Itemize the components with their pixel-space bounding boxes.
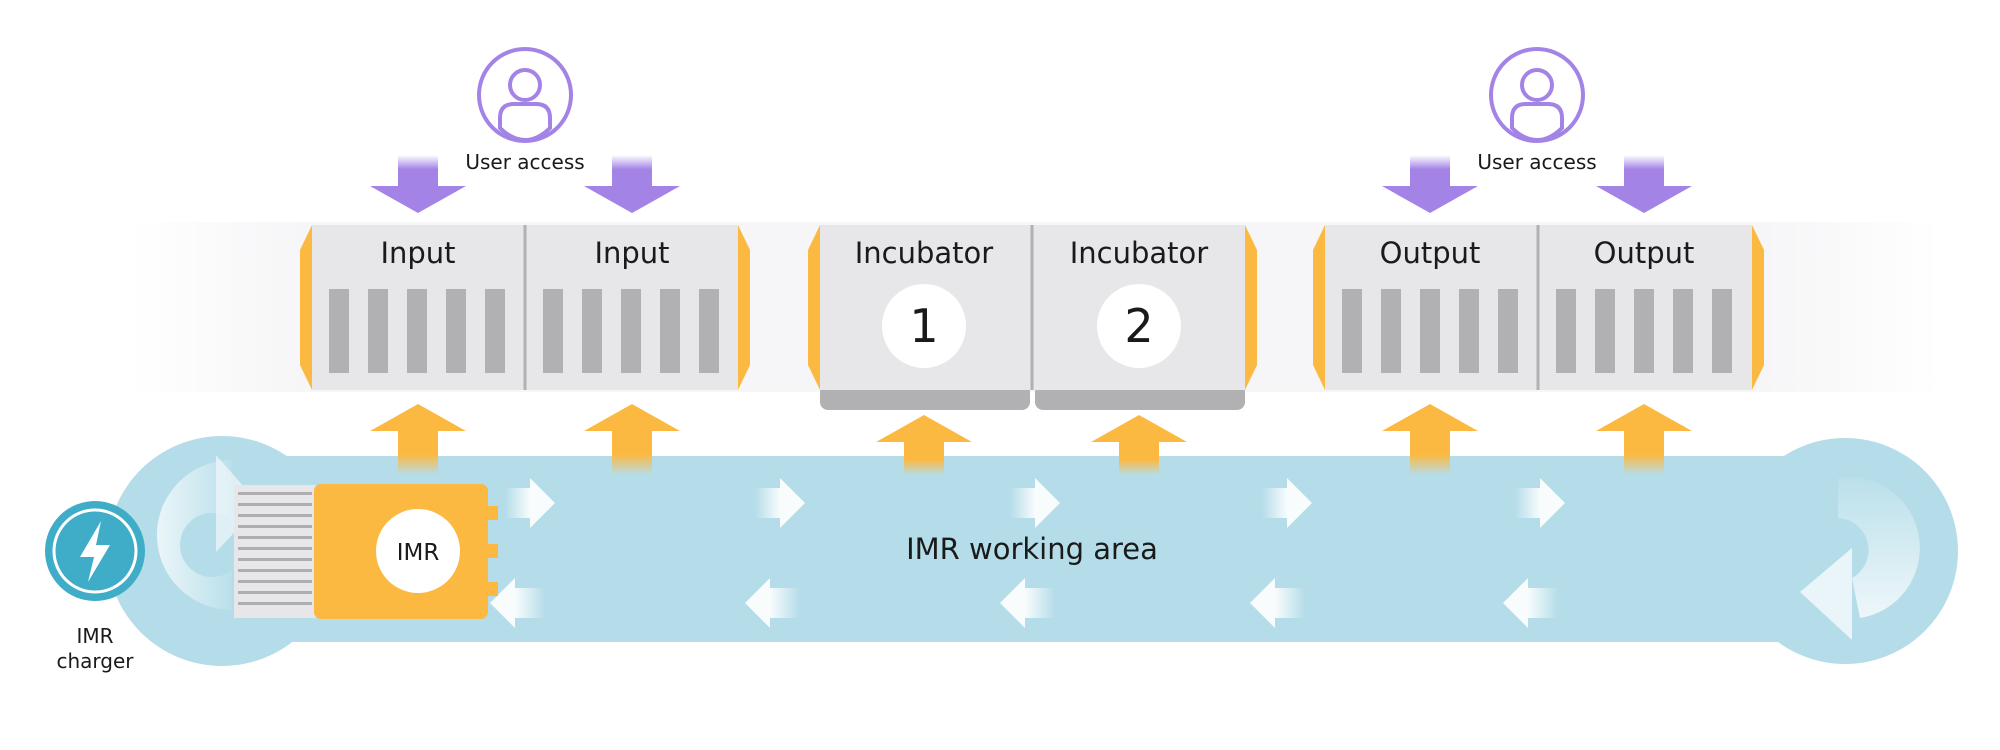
flow-arrows — [490, 478, 1565, 628]
user-icon — [1489, 47, 1585, 143]
incubator-module: Incubator Incubator 1 2 — [808, 225, 1257, 410]
flow-arrow-right-icon — [1515, 478, 1565, 528]
user-access-label: User access — [465, 150, 584, 174]
imr-charger: IMR charger — [45, 501, 145, 673]
up-arrow-icon — [370, 404, 466, 475]
output-module: Output Output — [1313, 225, 1764, 390]
incubator-label-2: Incubator — [1070, 236, 1209, 270]
up-arrow-icon — [876, 415, 972, 475]
down-arrow-icon — [1382, 155, 1478, 213]
work-area-label: IMR working area — [906, 532, 1158, 566]
flow-arrow-left-icon — [1250, 578, 1305, 628]
input-module: Input Input — [300, 225, 750, 390]
down-arrow-icon — [1596, 155, 1692, 213]
output-label-2: Output — [1594, 236, 1695, 270]
flow-arrow-right-icon — [755, 478, 805, 528]
up-arrow-icon — [1382, 404, 1478, 475]
input-label-1: Input — [380, 236, 455, 270]
user-icon — [477, 47, 573, 143]
user-access-right: User access — [1382, 47, 1692, 213]
lightning-icon — [80, 521, 110, 582]
incubator-number-1: 1 — [909, 299, 938, 353]
flow-arrow-left-icon — [1503, 578, 1558, 628]
up-arrow-icon — [584, 404, 680, 475]
output-slots-1 — [1342, 289, 1518, 373]
flow-arrow-left-icon — [490, 578, 545, 628]
robot-label: IMR — [397, 540, 440, 566]
imr-robot: IMR — [234, 484, 498, 619]
flow-arrow-right-icon — [505, 478, 555, 528]
output-label-1: Output — [1380, 236, 1481, 270]
up-arrow-icon — [1091, 415, 1187, 475]
user-access-left: User access — [370, 47, 680, 213]
flow-arrow-right-icon — [1262, 478, 1312, 528]
loop-arrow-right-icon — [1800, 477, 1920, 640]
incubator-label-1: Incubator — [855, 236, 994, 270]
charger-label-line1: IMR — [76, 624, 113, 648]
input-slots-1 — [329, 289, 505, 373]
up-arrows — [370, 404, 1692, 475]
output-slots-2 — [1556, 289, 1732, 373]
down-arrow-icon — [584, 155, 680, 213]
charger-label-line2: charger — [56, 649, 134, 673]
flow-arrow-left-icon — [745, 578, 800, 628]
input-label-2: Input — [594, 236, 669, 270]
flow-arrow-right-icon — [1010, 478, 1060, 528]
down-arrow-icon — [370, 155, 466, 213]
input-slots-2 — [543, 289, 719, 373]
up-arrow-icon — [1596, 404, 1692, 475]
user-access-label: User access — [1477, 150, 1596, 174]
incubator-number-2: 2 — [1124, 299, 1153, 353]
flow-arrow-left-icon — [1000, 578, 1055, 628]
